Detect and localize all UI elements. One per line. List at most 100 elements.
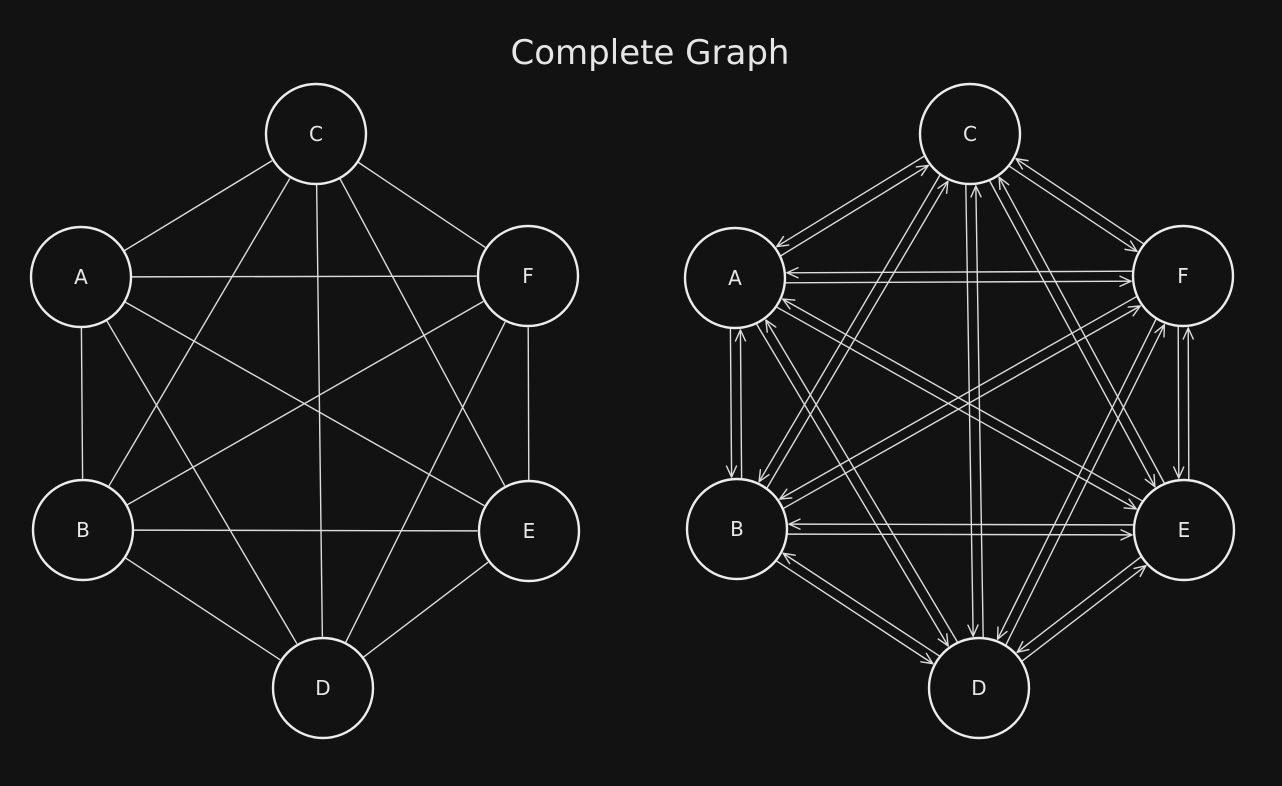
edge-D-F <box>345 321 506 644</box>
node-label: C <box>309 122 323 146</box>
arrowhead-C-to-D <box>967 624 979 637</box>
undirected-complete-graph: A B C D E F <box>29 82 581 740</box>
arrowhead-E-to-A <box>782 298 796 310</box>
arc-C-to-A <box>776 155 925 248</box>
arrowhead-D-to-F <box>1154 324 1166 338</box>
arrowhead-F-to-B <box>779 488 793 500</box>
arrowhead-C-to-B <box>758 468 770 483</box>
node-circle <box>1132 478 1236 582</box>
node-circle <box>918 82 1022 186</box>
arc-D-to-A <box>765 319 958 643</box>
node-circle <box>477 479 581 583</box>
node-label: B <box>76 518 90 542</box>
node-d: D <box>271 636 375 740</box>
arc-A-to-D <box>756 323 949 647</box>
edge-A-D <box>106 320 298 644</box>
edge-D-E <box>362 561 489 658</box>
arc-F-to-D <box>996 318 1157 640</box>
arrowhead-B-to-C <box>937 180 949 195</box>
node-circle <box>29 225 133 329</box>
node-label: D <box>971 676 986 700</box>
node-circle <box>264 82 368 186</box>
arc-B-to-D <box>776 560 934 665</box>
arc-E-to-A <box>782 298 1143 502</box>
node-circle <box>927 636 1031 740</box>
node-label: E <box>523 519 536 543</box>
edge-B-C <box>108 178 291 487</box>
arrowhead-F-to-D <box>996 626 1008 640</box>
node-circle <box>685 477 789 581</box>
arrowhead-E-to-C <box>998 176 1010 191</box>
arc-D-to-E <box>1021 565 1147 662</box>
arc-E-to-C <box>998 176 1165 484</box>
arc-D-to-B <box>782 552 940 657</box>
arc-C-to-E <box>989 180 1156 488</box>
node-circle <box>1131 224 1235 328</box>
arrowhead-F-to-C <box>1015 157 1029 170</box>
arrowhead-F-to-A <box>786 267 799 279</box>
edge-B-D <box>124 557 281 661</box>
node-circle <box>271 636 375 740</box>
arc-E-to-B <box>788 523 1134 526</box>
node-e: E <box>1132 478 1236 582</box>
arc-B-to-A <box>739 329 743 479</box>
edge-B-E <box>133 529 478 532</box>
node-e: E <box>477 479 581 583</box>
arc-C-to-F <box>1008 165 1138 253</box>
node-a: A <box>683 226 787 330</box>
node-label: C <box>963 122 977 146</box>
arrowhead-D-to-B <box>782 552 796 565</box>
arrowhead-B-to-A <box>734 329 747 342</box>
arc-C-to-D <box>965 184 974 637</box>
arrowhead-D-to-C <box>970 185 982 198</box>
arc-A-to-B <box>729 328 733 478</box>
node-f: F <box>476 224 580 328</box>
arrowhead-F-to-E <box>1173 466 1185 479</box>
node-label: B <box>730 517 744 541</box>
node-circle <box>683 226 787 330</box>
node-circle <box>476 224 580 328</box>
arc-F-to-E <box>1177 326 1180 479</box>
arc-D-to-F <box>1005 324 1166 646</box>
arc-D-to-C <box>975 185 984 638</box>
arc-E-to-F <box>1187 327 1190 480</box>
node-b: B <box>685 477 789 581</box>
arrowhead-B-to-D <box>920 652 934 665</box>
arrowhead-E-to-B <box>788 518 801 530</box>
node-label: A <box>728 266 742 290</box>
arrowhead-A-to-C <box>915 164 929 177</box>
edge-A-F <box>131 275 477 278</box>
node-label: A <box>74 265 88 289</box>
edge-C-D <box>315 184 324 637</box>
arrowhead-B-to-F <box>1127 305 1141 317</box>
node-label: E <box>1178 518 1191 542</box>
arrowhead-B-to-E <box>1120 529 1133 541</box>
node-d: D <box>927 636 1031 740</box>
arrowhead-C-to-F <box>1124 240 1138 253</box>
node-label: F <box>1177 264 1189 288</box>
node-circle <box>31 478 135 582</box>
node-a: A <box>29 225 133 329</box>
edge-E-F <box>527 327 530 481</box>
arc-A-to-E <box>776 306 1137 510</box>
arc-F-to-B <box>779 296 1137 500</box>
arrowhead-C-to-A <box>776 235 790 248</box>
edge-A-B <box>80 327 84 479</box>
arc-A-to-C <box>780 164 929 257</box>
arc-B-to-F <box>783 305 1141 509</box>
edge-C-F <box>357 161 486 248</box>
arrowhead-C-to-E <box>1144 473 1156 488</box>
node-c: C <box>264 82 368 186</box>
arrowhead-A-to-F <box>1119 275 1132 287</box>
arc-E-to-D <box>1016 556 1142 653</box>
node-label: D <box>315 676 330 700</box>
arrowhead-D-to-E <box>1133 565 1147 578</box>
arrowhead-E-to-D <box>1016 640 1030 653</box>
node-f: F <box>1131 224 1235 328</box>
arc-F-to-A <box>786 270 1133 274</box>
arrowhead-A-to-B <box>725 465 738 478</box>
diagram-title: Complete Graph <box>511 33 790 73</box>
arrowhead-D-to-A <box>765 319 777 333</box>
node-label: F <box>522 264 534 288</box>
